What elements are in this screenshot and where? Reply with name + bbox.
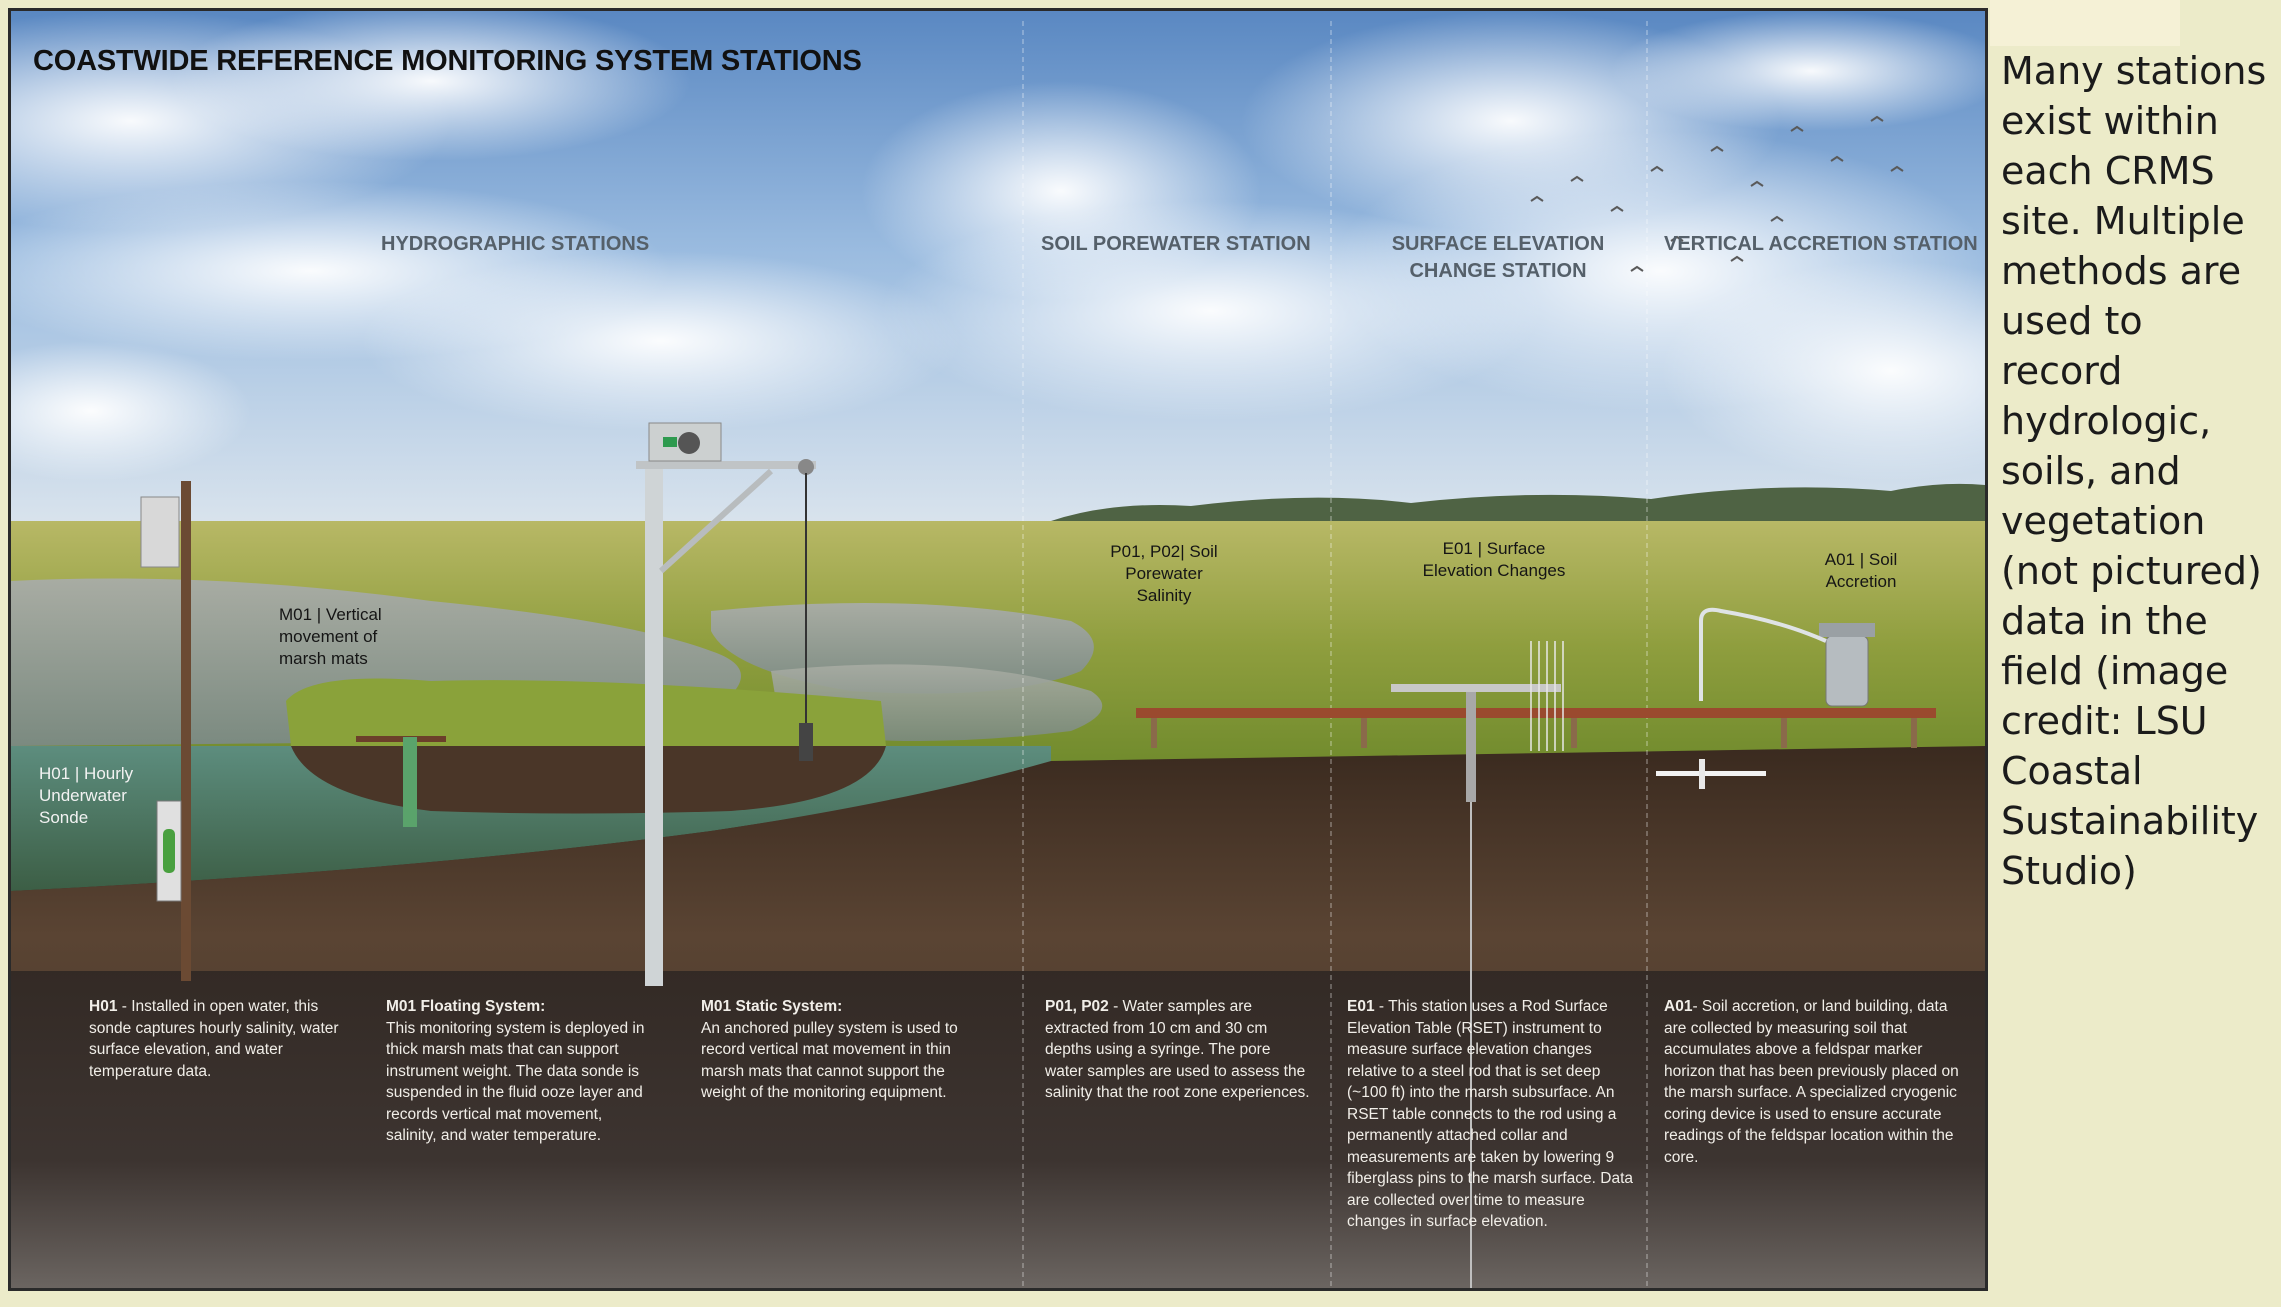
description-m01-floating-code: M01 Floating System: <box>386 998 546 1015</box>
description-h01-code: H01 <box>89 998 118 1015</box>
description-m01-floating-text: This monitoring system is deployed in th… <box>386 1019 645 1145</box>
callout-h01-line2: Underwater <box>39 786 127 805</box>
station-soil-porewater: SOIL POREWATER STATION <box>1041 233 1311 255</box>
description-e01-text: - This station uses a Rod Surface Elevat… <box>1347 998 1634 1230</box>
diagram-panel: COASTWIDE REFERENCE MONITORING SYSTEM ST… <box>8 8 1988 1291</box>
callout-h01: H01 | Hourly Underwater Sonde <box>39 763 133 829</box>
callout-a01-line2: Accretion <box>1825 572 1897 591</box>
marsh-cross-section-illustration <box>11 11 1985 1288</box>
description-p01-text: - Water samples are extracted from 10 cm… <box>1045 998 1310 1101</box>
station-surface-elevation-line1: SURFACE ELEVATION <box>1391 233 1605 255</box>
description-e01-code: E01 <box>1347 998 1375 1015</box>
description-a01-code: A01 <box>1664 998 1693 1015</box>
description-a01-text: - Soil accretion, or land building, data… <box>1664 998 1959 1166</box>
callout-m01-line1: M01 | Vertical <box>279 605 382 624</box>
callout-m01-line3: marsh mats <box>279 649 368 668</box>
callout-e01-line1: E01 | Surface <box>1442 539 1546 558</box>
description-m01-static-code: M01 Static System: <box>701 998 843 1015</box>
station-surface-elevation-line2: CHANGE STATION <box>1409 260 1587 282</box>
callout-e01: E01 | Surface Elevation Changes <box>1404 538 1584 582</box>
diagram-title: COASTWIDE REFERENCE MONITORING SYSTEM ST… <box>33 45 862 77</box>
description-m01-static: M01 Static System: An anchored pulley sys… <box>701 996 991 1104</box>
callout-p01: P01, P02| Soil Porewater Salinity <box>1089 541 1239 607</box>
top-tab <box>1990 0 2180 46</box>
description-a01: A01- Soil accretion, or land building, d… <box>1664 996 1969 1168</box>
station-hydrographic: HYDROGRAPHIC STATIONS <box>381 233 650 255</box>
station-vertical-accretion: VERTICAL ACCRETION STATION <box>1664 233 1978 255</box>
callout-p01-line2: Porewater <box>1125 564 1203 583</box>
callout-h01-line3: Sonde <box>39 808 89 827</box>
description-m01-static-text: An anchored pulley system is used to rec… <box>701 1019 958 1102</box>
callout-m01-line2: movement of <box>279 627 378 646</box>
callout-p01-line1: P01, P02| Soil <box>1110 542 1218 561</box>
callout-a01-line1: A01 | Soil <box>1824 550 1898 569</box>
description-p01: P01, P02 - Water samples are extracted f… <box>1045 996 1310 1104</box>
description-p01-code: P01, P02 <box>1045 998 1109 1015</box>
callout-h01-line1: H01 | Hourly <box>39 764 134 783</box>
callout-a01: A01 | Soil Accretion <box>1801 549 1921 593</box>
callout-e01-line2: Elevation Changes <box>1422 561 1566 580</box>
station-surface-elevation-change: SURFACE ELEVATION CHANGE STATION <box>1378 231 1618 285</box>
description-h01-text: - Installed in open water, this sonde ca… <box>89 998 339 1080</box>
description-h01: H01 - Installed in open water, this sond… <box>89 996 339 1082</box>
description-e01: E01 - This station uses a Rod Surface El… <box>1347 996 1635 1233</box>
callout-m01: M01 | Vertical movement of marsh mats <box>279 604 382 670</box>
callout-p01-line3: Salinity <box>1136 586 1192 605</box>
description-m01-floating: M01 Floating System: This monitoring syst… <box>386 996 648 1147</box>
side-caption: Many stations exist within each CRMS sit… <box>2001 49 2267 893</box>
